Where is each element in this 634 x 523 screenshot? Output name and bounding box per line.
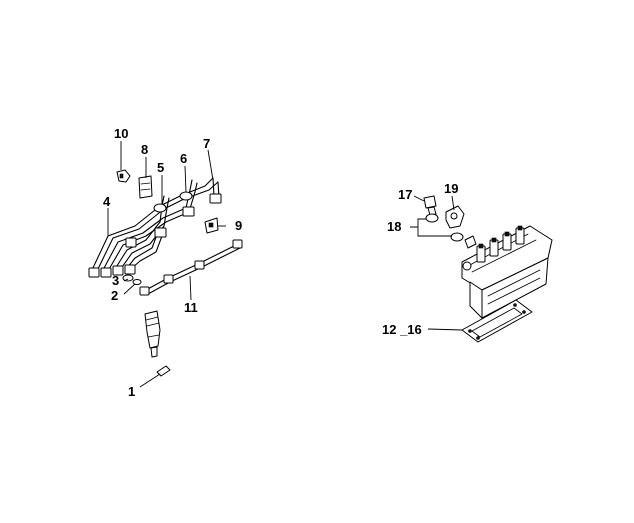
injection-pump xyxy=(461,225,553,319)
callout-1: 1 xyxy=(128,384,135,399)
callout-2: 2 xyxy=(111,288,118,303)
callout-3: 3 xyxy=(112,273,119,288)
pipe-clamp xyxy=(153,191,193,213)
callout-19: 19 xyxy=(444,181,458,196)
callout-17: 17 xyxy=(398,187,412,202)
callout-18: 18 xyxy=(387,219,401,234)
callout-4: 4 xyxy=(103,194,111,209)
callout-5: 5 xyxy=(157,160,164,175)
callout-12-16: 12 _16 xyxy=(382,322,422,337)
bracket-clip xyxy=(204,217,219,234)
callout-11: 11 xyxy=(184,300,198,315)
injection-lines-bundle xyxy=(88,177,222,278)
pump-gasket xyxy=(461,299,533,343)
sealing-washer xyxy=(122,274,142,285)
callout-labels: 10 8 5 6 7 4 9 3 2 11 1 17 19 18 12 _16 xyxy=(103,126,458,399)
bolt xyxy=(116,169,131,183)
callout-9: 9 xyxy=(235,218,242,233)
banjo-bolt xyxy=(423,195,437,216)
sealing-ring xyxy=(425,213,464,242)
callout-8: 8 xyxy=(141,142,148,157)
callout-10: 10 xyxy=(114,126,128,141)
leak-off-line xyxy=(139,239,243,296)
leader-lines xyxy=(107,141,463,388)
callout-6: 6 xyxy=(180,151,187,166)
banjo-union xyxy=(445,205,477,249)
clamp-bracket xyxy=(138,175,153,199)
callout-7: 7 xyxy=(203,136,210,151)
injector-nozzle xyxy=(144,310,161,358)
